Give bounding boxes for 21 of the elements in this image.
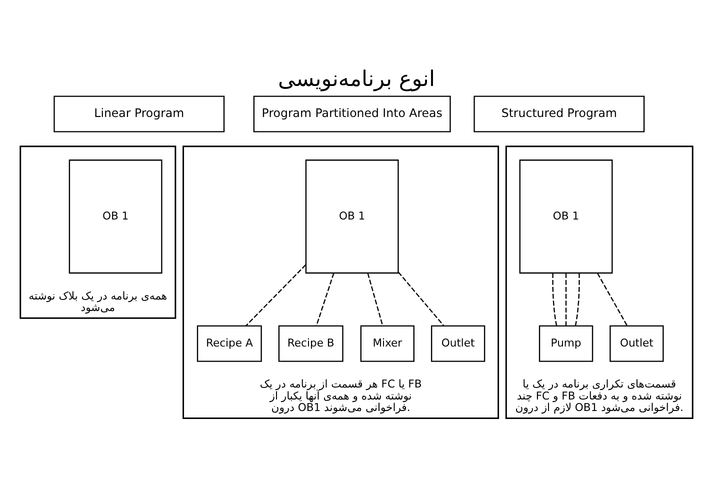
diagram-title: انوع برنامه‌نویسی: [278, 66, 435, 92]
connector: [367, 272, 384, 326]
node-box: Outlet: [610, 324, 664, 362]
connector: [552, 272, 558, 326]
node-box: Linear Program: [54, 95, 225, 132]
node-box: Pump: [538, 324, 594, 362]
connector: [316, 272, 334, 326]
connector: [398, 271, 444, 326]
node-box: OB 1: [519, 159, 613, 274]
node-box: Outlet: [430, 324, 486, 362]
node-box: OB 1: [68, 159, 162, 274]
node-box: OB 1: [305, 159, 399, 274]
connector: [245, 264, 306, 326]
connector: [574, 272, 580, 326]
node-box: Mixer: [360, 324, 414, 362]
connector: [596, 272, 628, 326]
connector: [565, 272, 567, 326]
node-box: Structured Program: [474, 95, 645, 132]
node-box: Recipe A: [196, 324, 262, 362]
node-box: Recipe B: [278, 324, 344, 362]
node-box: Program Partitioned Into Areas: [253, 95, 451, 132]
